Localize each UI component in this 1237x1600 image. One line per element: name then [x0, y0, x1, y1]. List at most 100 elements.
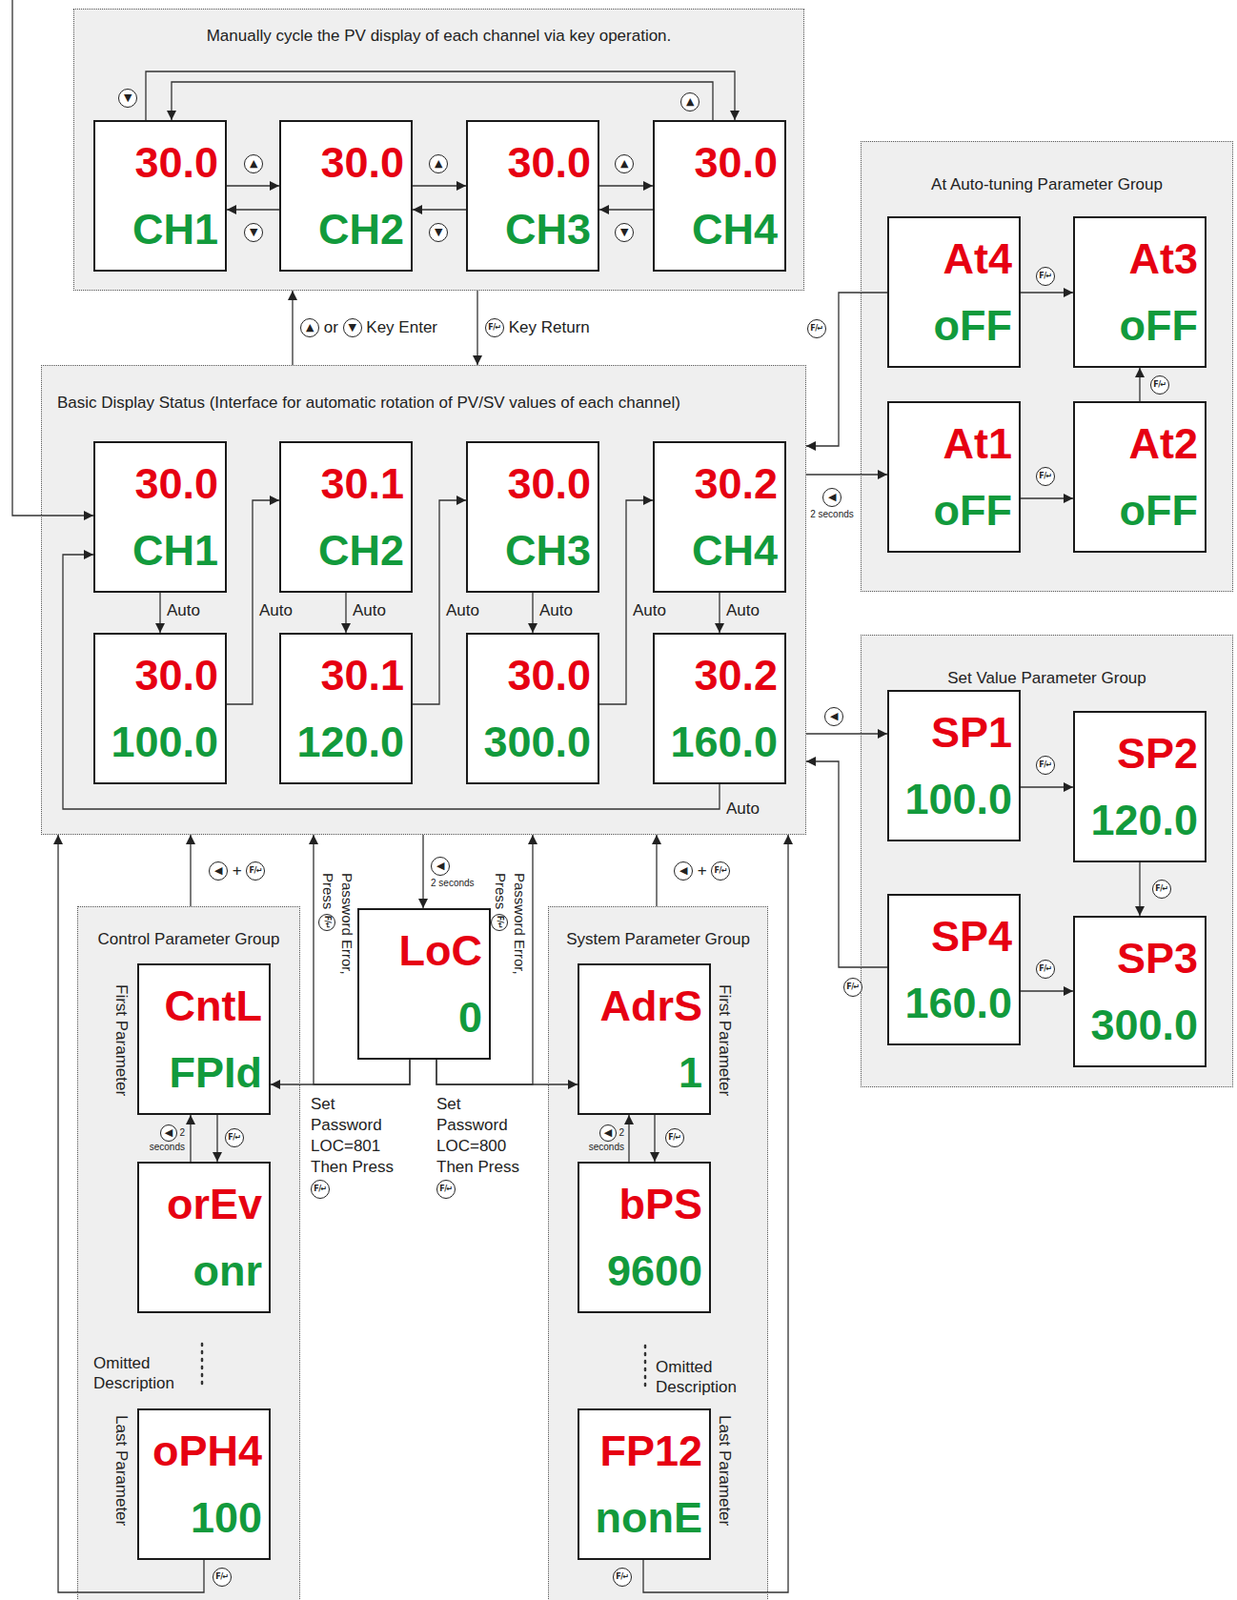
- display-screen: 30.1120.0: [279, 632, 413, 785]
- display-lower-text: CH1: [101, 528, 219, 572]
- display-lower-text: 160.0: [895, 981, 1013, 1025]
- display-screen: 30.0CH3: [466, 120, 600, 272]
- key-label: ▲: [680, 92, 700, 112]
- flow-arrow: [1020, 497, 1074, 499]
- display-upper-text: 30.0: [474, 462, 591, 506]
- panel-ground: [73, 8, 805, 291]
- display-upper-text: SP2: [1081, 731, 1198, 775]
- display-lower-text: 120.0: [1081, 798, 1198, 842]
- display-lower-text: oFF: [895, 304, 1013, 347]
- display-lower-text: 0: [365, 995, 483, 1039]
- flow-arrow: [62, 554, 720, 810]
- display-screen: At2oFF: [1073, 401, 1207, 553]
- key-label: ◀ 2 seconds: [133, 1124, 185, 1153]
- key-icon: F/↵: [436, 1179, 456, 1199]
- flow-arrow: [412, 184, 467, 186]
- key-icon: F/↵: [665, 1128, 685, 1148]
- panel-ground: [40, 365, 807, 835]
- side-note: Last Parameter: [111, 1415, 131, 1526]
- display-lower-text: nonE: [586, 1496, 703, 1540]
- display-lower-text: CH3: [474, 207, 591, 251]
- key-label: ◀ + F/↵: [673, 861, 731, 882]
- display-lower-text: 300.0: [474, 720, 591, 764]
- key-icon: F/↵: [1035, 466, 1055, 487]
- flow-arrow: [599, 184, 653, 186]
- display-screen: 30.0CH1: [93, 441, 227, 593]
- key-label: F/↵: [612, 1567, 632, 1587]
- key-icon: ◀: [822, 487, 842, 507]
- display-lower-text: 120.0: [287, 720, 405, 764]
- key-icon: ▼: [243, 223, 264, 243]
- display-upper-text: oPH4: [145, 1429, 263, 1473]
- key-label: ◀ 2 seconds: [430, 856, 498, 889]
- display-screen: At3oFF: [1073, 216, 1207, 368]
- display-upper-text: At1: [895, 422, 1013, 466]
- flow-arrow: [531, 592, 533, 633]
- flow-arrow: [653, 1115, 655, 1162]
- key-label: ▲: [243, 154, 264, 174]
- display-lower-text: 100.0: [895, 777, 1013, 821]
- key-label: Auto: [632, 601, 667, 621]
- side-note: First Parameter: [111, 984, 131, 1096]
- display-lower-text: CH2: [287, 207, 405, 251]
- key-label: Auto: [446, 601, 480, 621]
- display-lower-text: CH2: [287, 528, 405, 572]
- key-icon: ◀: [673, 861, 693, 881]
- key-icon: F/↵: [1035, 755, 1055, 775]
- display-upper-text: 30.0: [101, 462, 219, 506]
- key-icon: F/↵: [245, 861, 265, 881]
- display-lower-text: 100: [145, 1496, 263, 1540]
- display-screen: bPS9600: [577, 1161, 711, 1314]
- display-lower-text: oFF: [895, 488, 1013, 532]
- side-note: First Parameter: [714, 984, 734, 1096]
- panel-title: Control Parameter Group: [78, 930, 300, 950]
- display-upper-text: SP4: [895, 914, 1013, 958]
- display-screen: orEvonr: [137, 1161, 271, 1314]
- flow-arrow: [655, 834, 657, 907]
- group-panel: 30.0CH130.0100.030.1CH230.1120.030.0CH33…: [40, 365, 807, 835]
- flow-arrow: [628, 1115, 629, 1162]
- flow-arrow: [476, 290, 478, 366]
- key-label: ▼: [614, 223, 634, 243]
- display-screen: 30.0300.0: [466, 632, 600, 785]
- key-icon: ◀: [160, 1124, 178, 1142]
- key-icon: ▲: [428, 154, 448, 174]
- key-label: Auto: [539, 601, 573, 621]
- display-screen: At1 oFF: [887, 401, 1021, 553]
- display-lower-text: 9600: [586, 1249, 703, 1293]
- key-icon: F/↵: [1150, 375, 1170, 395]
- flow-arrow: [436, 1059, 578, 1085]
- key-label: ▼: [243, 223, 264, 243]
- display-screen: SP1 100.0: [887, 689, 1021, 842]
- key-label: ▼: [428, 223, 448, 243]
- flow-arrow: [599, 208, 653, 210]
- key-icon: ▲: [680, 92, 700, 112]
- flow-arrow: [1020, 990, 1074, 992]
- display-lower-text: 1: [586, 1051, 703, 1095]
- flow-arrow: [189, 834, 191, 907]
- key-label: F/↵: [212, 1567, 232, 1587]
- key-label: Auto: [726, 799, 760, 819]
- key-label: F/↵: [1035, 959, 1055, 979]
- omission-dots: [201, 1343, 204, 1384]
- key-icon: F/↵: [224, 1128, 244, 1148]
- display-screen: 30.0CH4: [652, 120, 787, 272]
- key-label: ◀ + F/↵: [208, 861, 265, 882]
- key-label: Set Password LOC=801 Then Press F/↵: [310, 1094, 406, 1199]
- group-panel: AdrS1bPS9600FP12nonESystem Parameter Gro…: [547, 906, 769, 1600]
- key-label: F/↵ Key Return: [485, 318, 590, 339]
- key-label: F/↵: [1035, 755, 1055, 775]
- display-upper-text: SP1: [895, 710, 1013, 754]
- key-label: ▼: [118, 88, 138, 108]
- display-screen: SP4 160.0: [887, 893, 1021, 1046]
- key-icon: F/↵: [1035, 959, 1055, 979]
- flow-arrow: [270, 1059, 410, 1085]
- key-label: Auto: [166, 601, 201, 621]
- display-lower-text: CH4: [661, 207, 778, 251]
- display-screen: SP2 120.0: [1073, 710, 1207, 863]
- flow-arrow: [422, 834, 424, 909]
- display-upper-text: LoC: [365, 929, 483, 973]
- display-upper-text: 30.0: [101, 653, 219, 697]
- display-lower-text: oFF: [1081, 488, 1198, 532]
- flow-arrow: [226, 208, 280, 210]
